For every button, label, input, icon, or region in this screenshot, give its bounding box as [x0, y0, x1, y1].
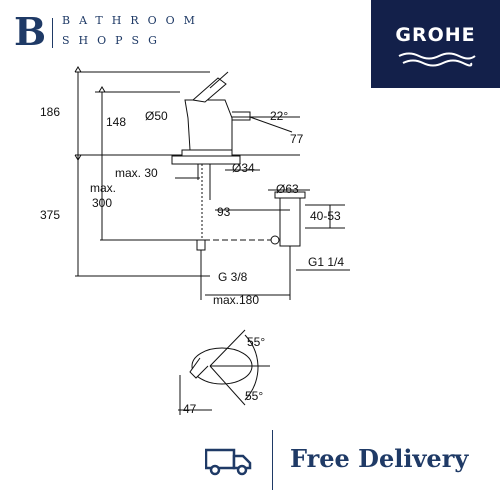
grohe-wave-icon	[398, 52, 476, 67]
arc-55-top	[244, 334, 259, 367]
label-375: 375	[40, 208, 60, 222]
hose-fitting	[196, 239, 206, 251]
grohe-logo-text: GROHE	[395, 24, 476, 46]
lever-angle-up	[209, 329, 246, 367]
label-186: 186	[40, 105, 60, 119]
free-delivery-label: Free Delivery	[290, 444, 469, 473]
label-d63: Ø63	[276, 182, 299, 196]
waste-knob	[270, 235, 280, 245]
label-40-53: 40-53	[310, 209, 341, 223]
label-g114: G1 1/4	[308, 255, 344, 269]
label-300: 300	[92, 196, 112, 210]
label-55-bottom: 55°	[245, 389, 263, 403]
delivery-truck-icon	[205, 448, 252, 476]
label-d34: Ø34	[232, 161, 255, 175]
deck-plate	[171, 155, 241, 165]
label-g38: G 3/8	[218, 270, 248, 284]
brand-line-shopsg: SHOPSG	[62, 34, 166, 47]
label-77: 77	[290, 132, 304, 146]
faucet-lever	[191, 77, 227, 103]
label-93: 93	[217, 205, 231, 219]
grohe-logo: GROHE	[371, 0, 500, 88]
arc-55-bottom	[244, 365, 259, 401]
label-max30: max. 30	[115, 166, 158, 180]
brand-divider	[52, 18, 53, 48]
faucet-body	[184, 99, 233, 151]
footer-divider	[272, 430, 273, 490]
label-55-top: 55°	[247, 335, 265, 349]
angle-line-22	[249, 116, 293, 133]
label-d50: Ø50	[145, 109, 168, 123]
lever-angle-down	[209, 365, 246, 406]
label-max180: max.180	[213, 293, 259, 307]
faucet-spout	[232, 111, 251, 121]
dim-arrows-148	[98, 86, 106, 93]
label-47: 47	[183, 402, 197, 416]
label-22deg: 22°	[270, 109, 288, 123]
faucet-technical-drawing: 186 148 Ø50 22° 77 max. 30 Ø34 max. 300 …	[40, 66, 350, 416]
brand-block: B BATHROOM SHOPSG	[10, 8, 260, 60]
brand-initial: B	[14, 9, 47, 54]
dim-arrows-186	[74, 66, 82, 161]
lever-extend	[209, 71, 229, 89]
brand-line-bathroom: BATHROOM	[62, 14, 204, 27]
waste-body	[279, 197, 301, 247]
label-148: 148	[106, 115, 126, 129]
lever-top-view	[189, 357, 209, 379]
faucet-base	[181, 149, 233, 157]
label-max: max.	[90, 181, 116, 195]
